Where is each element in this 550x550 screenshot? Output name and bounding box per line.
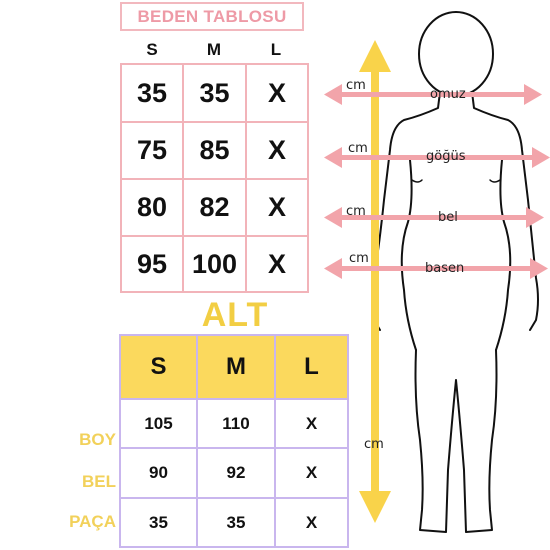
height-arrow-head-down xyxy=(359,491,391,523)
top-cell: X xyxy=(247,180,307,237)
unit-label-bel: cm xyxy=(346,204,366,219)
alt-cell: X xyxy=(305,512,318,532)
top-cell: 80 xyxy=(122,180,184,237)
top-cell: 85 xyxy=(184,123,247,180)
top-cell: 100 xyxy=(184,237,247,291)
measure-label-bel: bel xyxy=(438,210,458,225)
alt-header-l: L xyxy=(276,336,347,400)
waist-outline xyxy=(400,159,512,351)
measure-label-basen: basen xyxy=(425,261,465,276)
top-cell: X xyxy=(267,248,286,279)
alt-cell: 35 xyxy=(198,499,276,546)
alt-cell: X xyxy=(276,400,347,449)
top-header-m: M xyxy=(206,40,222,59)
head-outline xyxy=(418,11,494,97)
top-header-s: S xyxy=(146,40,158,59)
height-arrow-head-up xyxy=(359,40,391,72)
top-cell: 95 xyxy=(122,237,184,291)
size-chart-title: BEDEN TABLOSU xyxy=(120,2,304,31)
height-arrow-shaft xyxy=(371,68,379,500)
top-cell: 75 xyxy=(122,123,184,180)
alt-title: ALT xyxy=(201,296,269,334)
row-label-paca: PAÇA xyxy=(69,512,116,531)
top-cell: 35 xyxy=(184,65,247,123)
alt-cell: 92 xyxy=(198,449,276,499)
unit-label-height: cm xyxy=(364,437,384,452)
top-cell: 82 xyxy=(184,180,247,237)
alt-size-table: S M L 105 110 X 90 92 X 35 35 X xyxy=(119,334,349,548)
arrow-basen xyxy=(324,258,548,279)
alt-cell: 110 xyxy=(198,400,276,449)
top-cell: 35 xyxy=(122,65,184,123)
row-label-boy: BOY xyxy=(79,430,116,449)
unit-label-basen: cm xyxy=(349,251,369,266)
measure-label-omuz: omuz xyxy=(430,87,466,102)
height-arrow xyxy=(359,40,391,523)
measure-arrows xyxy=(324,84,550,279)
unit-label-omuz: cm xyxy=(346,78,366,93)
row-label-bel: BEL xyxy=(82,472,116,491)
top-cell: X xyxy=(247,65,307,123)
legs-outline xyxy=(414,349,498,533)
alt-cell: 90 xyxy=(121,449,198,499)
chest-detail xyxy=(411,179,501,183)
arrow-gogus xyxy=(324,147,550,168)
alt-cell: 105 xyxy=(121,400,198,449)
top-cell: X xyxy=(247,123,307,180)
alt-header-m: M xyxy=(198,336,276,400)
alt-cell: X xyxy=(276,449,347,499)
alt-header-s: S xyxy=(121,336,198,400)
alt-cell: 35 xyxy=(121,499,198,546)
unit-label-gogus: cm xyxy=(348,141,368,156)
measure-label-gogus: göğüs xyxy=(426,149,466,164)
arrow-omuz xyxy=(324,84,542,105)
arrow-bel xyxy=(324,207,544,228)
top-size-table: 35 35 X 75 85 X 80 82 X 95 100 X xyxy=(120,63,309,293)
top-header-l: L xyxy=(270,40,282,59)
